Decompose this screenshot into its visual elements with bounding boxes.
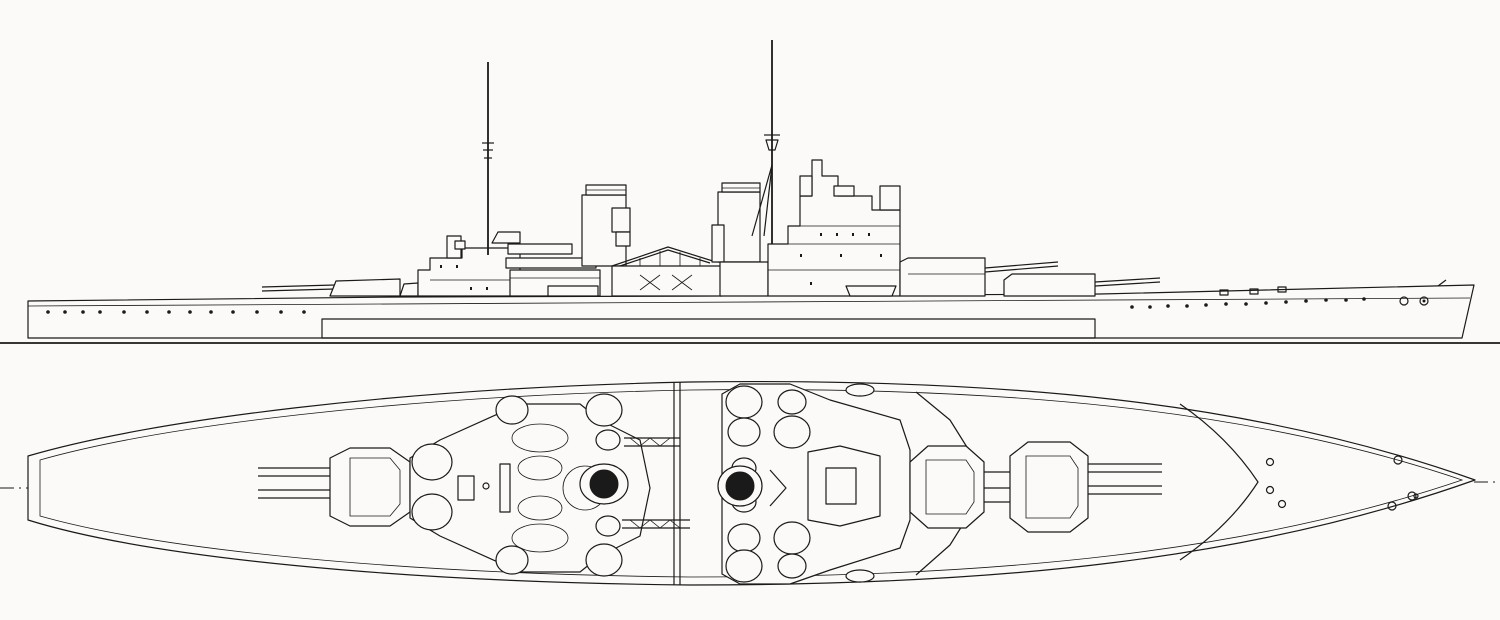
plan-bow-fittings: [1265, 455, 1419, 511]
fore-funnel: [711, 182, 769, 297]
boat-deck: [505, 243, 601, 297]
forecastle-break: [1179, 403, 1259, 561]
plan-fore-funnel: [717, 465, 763, 507]
plan-aft-superstructure: [409, 393, 651, 577]
aft-mast: [482, 62, 494, 255]
plan-fwd-superstructure: [721, 383, 911, 585]
catapult: [611, 246, 723, 297]
plan-aft-funnel: [579, 463, 629, 505]
portholes-aft: [46, 310, 306, 314]
plan-cranes: [622, 437, 690, 529]
armour-belt: [321, 318, 1096, 339]
hull: [27, 284, 1475, 339]
aft-turret-x: [399, 282, 419, 297]
jackstaff: [1437, 279, 1447, 287]
deck-fittings: [1219, 286, 1287, 296]
hawse-pipes: [1399, 296, 1429, 306]
fore-mast: [751, 40, 780, 262]
portholes-forward: [1130, 297, 1366, 309]
plan-deck-edge: [39, 389, 1464, 578]
forward-turret-a: [1003, 273, 1161, 297]
deck-edge: [27, 297, 1471, 307]
profile-view: [0, 40, 1500, 344]
aft-superstructure: [417, 231, 521, 297]
aft-funnel: [581, 184, 631, 267]
forward-turret-b: [899, 257, 1059, 297]
bridge-tower: [767, 159, 901, 297]
plan-turret-a: [1009, 441, 1162, 533]
plan-view: [0, 380, 1500, 586]
aft-turret-y: [261, 278, 401, 297]
